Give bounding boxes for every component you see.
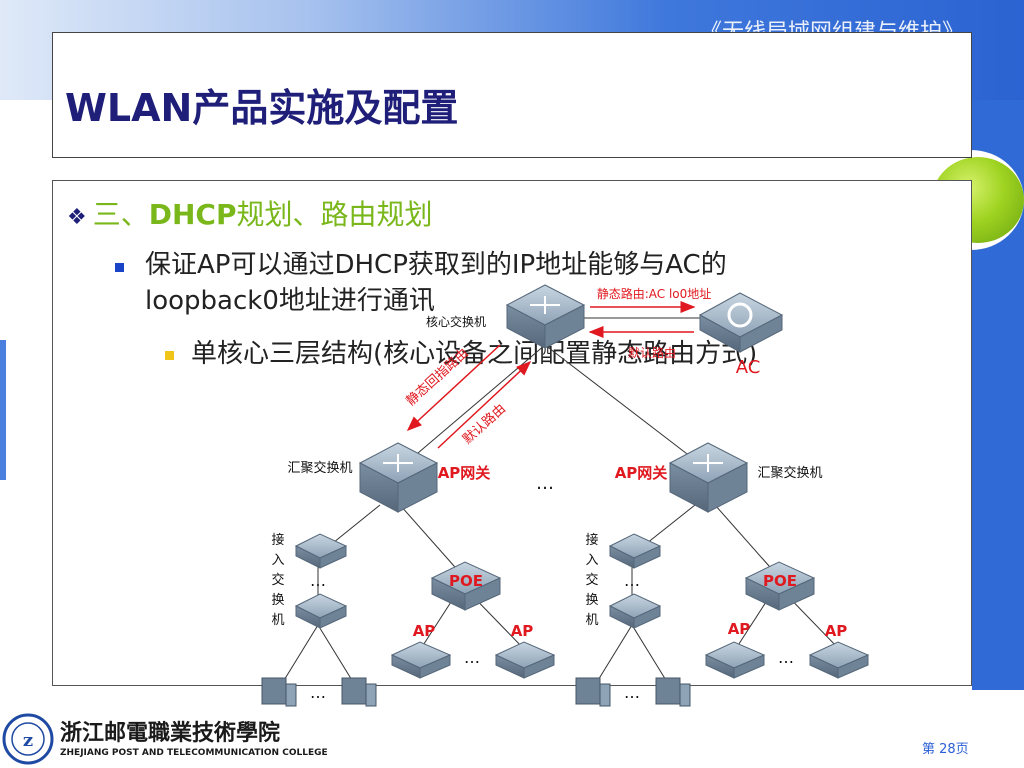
heading-rest: 规划、路由规划 [236,198,433,231]
ellipsis-ap-right: … [778,648,794,667]
college-name-en: ZHEJIANG POST AND TELECOMMUNICATION COLL… [60,748,328,758]
poe-left-label: POE [449,572,483,590]
ac-controller-icon [698,292,784,353]
access-switch-vertical-label-left: 接 入 交 换 机 [271,532,284,628]
heading-prefix: 三、 [92,198,149,231]
access-char: 入 [585,553,598,568]
college-logo: z [2,713,54,765]
left-blue-strip [0,340,6,480]
ellipsis-access-right: … [624,571,640,590]
static-return-arrow [406,344,501,432]
access-char: 机 [271,613,284,628]
ap-label: AP [825,622,848,640]
access-char: 交 [271,572,284,588]
pc-3-icon [575,677,611,707]
agg-switch-left-label: 汇聚交换机 [287,460,352,476]
access-char: 接 [271,532,284,548]
pc-2-icon [341,677,377,707]
slide-title: WLAN产品实施及配置 [65,86,459,130]
ap-gateway-left-label: AP网关 [438,464,491,482]
ap-device-4-icon [808,641,870,679]
access-char: 接 [585,532,598,548]
ap-label: AP [728,620,751,638]
ellipsis-pc-right: … [624,683,640,702]
square-sub-bullet-icon [165,351,174,360]
access-char: 换 [271,593,284,608]
ap-device-3-icon [704,641,766,679]
default-route-diag-label: 默认路由 [460,401,509,448]
college-name-cn: 浙江邮電職業技術學院 [60,720,280,746]
ellipsis-middle: … [536,473,554,494]
ap-gateway-right-label: AP网关 [615,464,668,482]
ellipsis-pc-left: … [310,683,326,702]
access-switch-vertical-label-right: 接 入 交 换 机 [585,532,598,628]
agg-switch-right-label: 汇聚交换机 [757,465,822,481]
page-number: 第 28页 [922,742,969,757]
static-return-label: 静态回指路由 [403,345,472,409]
content-box: ❖三、DHCP规划、路由规划 保证AP可以通过DHCP获取到的IP地址能够与AC… [52,180,972,686]
ap-device-2-icon [494,641,556,679]
heading-bold: DHCP [148,198,237,231]
access-switch-right-bottom-icon [608,593,662,629]
diamond-bullet-icon: ❖ [67,205,87,230]
poe-switch-right-icon [744,561,816,611]
core-switch-label: 核心交换机 [426,314,486,329]
access-char: 入 [271,553,284,568]
access-char: 机 [585,613,598,628]
access-char: 交 [585,572,598,588]
svg-text:z: z [23,730,33,751]
ap-label: AP [511,622,534,640]
ap-label: AP [413,622,436,640]
access-switch-right-top-icon [608,533,662,569]
aggregation-switch-right-icon [668,442,749,513]
section-heading: ❖三、DHCP规划、路由规划 [67,193,433,233]
ac-label: AC [736,357,761,378]
poe-switch-left-icon [430,561,502,611]
ellipsis-ap-left: … [464,648,480,667]
default-route-top-label: 默认路由 [628,345,676,360]
default-route-arrow-diag [437,360,532,449]
bullet-text-1: 保证AP可以通过DHCP获取到的IP地址能够与AC的 loopback0地址进行… [145,247,945,319]
square-bullet-icon [115,263,124,272]
ap-device-1-icon [390,641,452,679]
access-switch-left-bottom-icon [294,593,348,629]
bullet-1-line-1: 保证AP可以通过DHCP获取到的IP地址能够与AC的 [145,250,727,280]
pc-4-icon [655,677,691,707]
access-char: 换 [585,593,598,608]
pc-1-icon [261,677,297,707]
title-box: WLAN产品实施及配置 [52,32,972,158]
poe-right-label: POE [763,572,797,590]
core-switch-icon [505,284,586,349]
static-route-ac-label: 静态路由:AC lo0地址 [597,286,712,301]
bullet-text-2: 单核心三层结构(核心设备之间配置静态路由方式) [191,339,758,369]
ellipsis-access-left: … [310,571,326,590]
access-switch-left-top-icon [294,533,348,569]
bullet-1-line-2: loopback0地址进行通讯 [145,286,435,316]
aggregation-switch-left-icon [358,442,439,513]
